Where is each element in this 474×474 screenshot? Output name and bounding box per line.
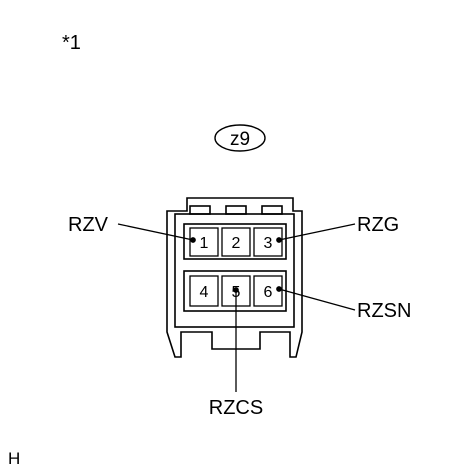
pin-number: 3 [264, 235, 273, 252]
pin-cell [189, 275, 219, 307]
figure-marker: *1 [62, 32, 81, 54]
leader-lines [117, 223, 356, 392]
signal-label-rzsn: RZSN [357, 300, 411, 322]
pin-number: 1 [200, 235, 209, 252]
pin-number: 4 [200, 284, 209, 301]
signal-label-rzv: RZV [68, 214, 109, 236]
pin-cell [253, 275, 283, 307]
leader-line-rzg [278, 223, 356, 241]
signal-label-rzg: RZG [357, 214, 399, 236]
pin-cell [189, 227, 219, 257]
pin-number: 2 [232, 235, 241, 252]
leader-line-rzv [117, 223, 194, 241]
signal-label-rzcs: RZCS [209, 397, 263, 419]
pin-cell [253, 227, 283, 257]
leader-line-rzsn [278, 288, 356, 311]
footer-code: H [8, 449, 21, 468]
pin-number: 6 [264, 284, 273, 301]
connector-id-bubble: z9 [214, 124, 266, 152]
pin-cell [221, 227, 251, 257]
connector-id: z9 [230, 129, 250, 150]
